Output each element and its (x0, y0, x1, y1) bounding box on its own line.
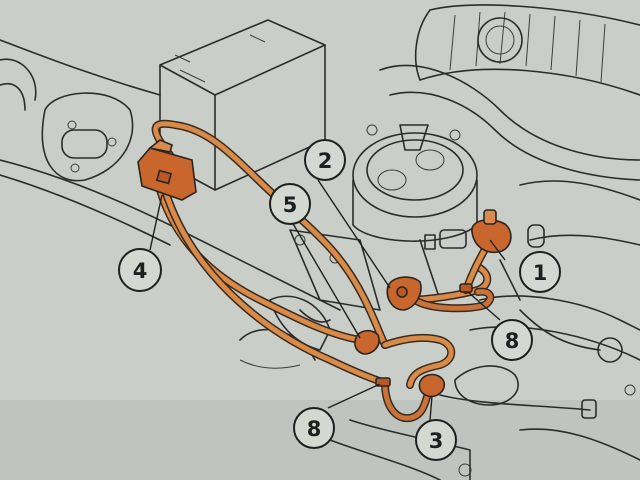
engine-block (329, 295, 640, 480)
hose-union-loop (382, 380, 433, 421)
component-1-valve (471, 209, 512, 254)
callout-1-label: 1 (533, 261, 548, 285)
callout-8-right-circle (491, 319, 533, 361)
callout-2-label: 2 (318, 149, 333, 173)
callout-8-right: 8 (491, 319, 533, 361)
callout-5-circle (269, 183, 311, 225)
hose-mid-loop (382, 335, 454, 388)
fitting (299, 309, 331, 323)
hose-return (412, 289, 493, 311)
callout-8-left-circle (293, 407, 335, 449)
callout-1-circle (519, 251, 561, 293)
callout-3: 3 (415, 419, 457, 461)
linkage-rod (419, 239, 441, 301)
hose-clips (375, 283, 473, 387)
component-4-vacuum-unit (137, 139, 197, 201)
upper-left-hose-2 (0, 83, 26, 111)
intake-hose-2 (389, 91, 640, 181)
hose-to-union (162, 187, 388, 386)
callout-1: 1 (519, 251, 561, 293)
component-5-fitting (354, 329, 380, 355)
callout-8-left-label: 8 (307, 417, 322, 441)
intake-hose (379, 64, 640, 161)
pipe-end (527, 224, 545, 248)
callout-5: 5 (269, 183, 311, 225)
strut-tower (41, 92, 134, 182)
callout-2-circle (304, 139, 346, 181)
linkage-rod-2 (499, 259, 521, 301)
fender-edge (0, 39, 161, 96)
callout-4-circle (118, 248, 162, 292)
component-2-fitting (386, 276, 422, 311)
callout-4: 4 (118, 248, 162, 292)
right-pipe (519, 180, 640, 201)
fitting-2 (239, 359, 301, 369)
fender-lower-edge-2 (0, 174, 171, 246)
callout-3-label: 3 (429, 429, 444, 453)
component-3-union (418, 373, 446, 398)
callout-4-label: 4 (133, 259, 148, 283)
callout-3-circle (415, 419, 457, 461)
clip-8-upper (459, 283, 473, 293)
callout-2: 2 (304, 139, 346, 181)
right-pipe-2 (529, 234, 640, 246)
callout-8-right-label: 8 (505, 329, 520, 353)
callout-5-label: 5 (283, 193, 298, 217)
leader-lines (149, 179, 506, 421)
callout-8-left: 8 (293, 407, 335, 449)
upper-left-hose (0, 58, 37, 101)
